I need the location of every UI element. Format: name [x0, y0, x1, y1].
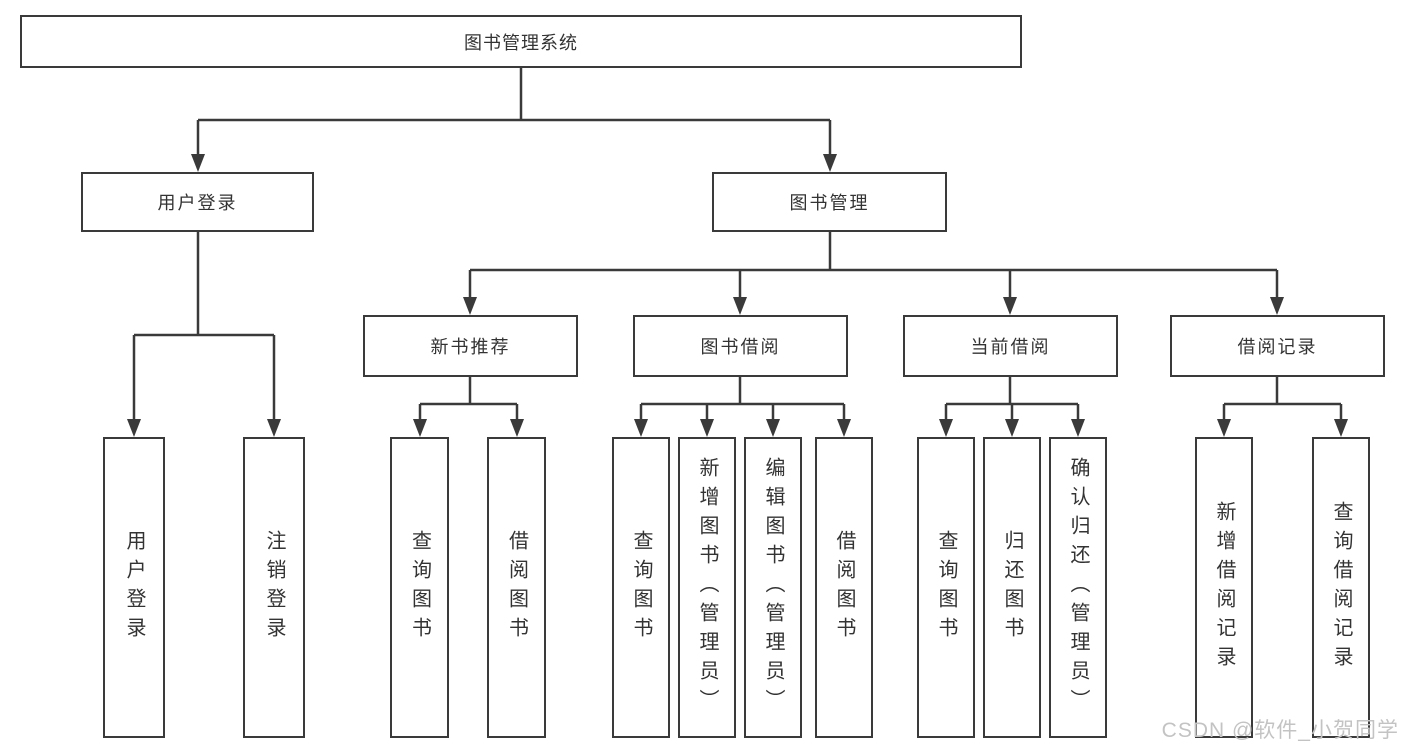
node-logout: 注销登录 — [243, 437, 305, 738]
arrow-down-icon — [733, 297, 747, 315]
node-query-books-recommend: 查询图书 — [390, 437, 449, 738]
node-confirm-return-admin: 确认归还（管理员） — [1049, 437, 1107, 738]
node-library-system-label: 图书管理系统 — [464, 32, 578, 53]
arrow-down-icon — [939, 419, 953, 437]
node-return-books: 归还图书 — [983, 437, 1041, 738]
node-borrow-books-recommend-label: 借阅图书 — [505, 529, 528, 646]
node-query-books-current: 查询图书 — [917, 437, 975, 738]
node-user-login: 用户登录 — [81, 172, 314, 232]
node-book-management: 图书管理 — [712, 172, 947, 232]
node-logout-label: 注销登录 — [263, 529, 285, 646]
node-user-login-leaf-label: 用户登录 — [123, 529, 145, 646]
node-borrowing-records-label: 借阅记录 — [1237, 337, 1318, 357]
connector-book-borrowing-to-leaves — [634, 377, 851, 437]
arrow-down-icon — [1005, 419, 1019, 437]
arrow-down-icon — [413, 419, 427, 437]
node-book-borrowing: 图书借阅 — [633, 315, 848, 377]
connector-user-login-to-leaves — [127, 232, 281, 437]
arrow-down-icon — [837, 419, 851, 437]
arrow-down-icon — [766, 419, 780, 437]
arrow-down-icon — [191, 154, 205, 172]
node-current-borrowing: 当前借阅 — [903, 315, 1118, 377]
node-query-borrow-record-label: 查询借阅记录 — [1330, 500, 1352, 675]
node-add-books-admin-label: 新增图书（管理员） — [696, 457, 718, 718]
node-current-borrowing-label: 当前借阅 — [970, 337, 1051, 357]
node-query-books-current-label: 查询图书 — [935, 529, 957, 646]
arrow-down-icon — [823, 154, 837, 172]
arrow-down-icon — [1334, 419, 1348, 437]
node-user-login-leaf: 用户登录 — [103, 437, 165, 738]
node-borrow-books-label: 借阅图书 — [833, 529, 855, 646]
node-query-borrow-record: 查询借阅记录 — [1312, 437, 1370, 738]
node-return-books-label: 归还图书 — [1001, 529, 1023, 646]
node-add-books-admin: 新增图书（管理员） — [678, 437, 736, 738]
arrow-down-icon — [1003, 297, 1017, 315]
csdn-watermark: CSDN @软件_小贺同学 — [1161, 719, 1399, 742]
node-new-book-recommendation: 新书推荐 — [363, 315, 578, 377]
arrow-down-icon — [1071, 419, 1085, 437]
connector-borrowing-records-to-leaves — [1217, 377, 1348, 437]
arrow-down-icon — [510, 419, 524, 437]
connector-book-management-to-level3 — [463, 232, 1284, 315]
connector-current-borrowing-to-leaves — [939, 377, 1085, 437]
node-query-books-recommend-label: 查询图书 — [408, 529, 431, 646]
node-query-books-borrowing-label: 查询图书 — [630, 529, 652, 646]
node-user-login-label: 用户登录 — [157, 193, 238, 213]
arrow-down-icon — [700, 419, 714, 437]
node-new-book-recommendation-label: 新书推荐 — [430, 337, 511, 357]
node-borrow-books: 借阅图书 — [815, 437, 873, 738]
node-query-books-borrowing: 查询图书 — [612, 437, 670, 738]
node-borrowing-records: 借阅记录 — [1170, 315, 1385, 377]
arrow-down-icon — [463, 297, 477, 315]
arrow-down-icon — [267, 419, 281, 437]
node-edit-books-admin: 编辑图书（管理员） — [744, 437, 802, 738]
arrow-down-icon — [1217, 419, 1231, 437]
arrow-down-icon — [127, 419, 141, 437]
arrow-down-icon — [1270, 297, 1284, 315]
node-book-management-label: 图书管理 — [789, 193, 870, 213]
node-borrow-books-recommend: 借阅图书 — [487, 437, 546, 738]
node-edit-books-admin-label: 编辑图书（管理员） — [762, 457, 784, 718]
node-confirm-return-admin-label: 确认归还（管理员） — [1067, 457, 1089, 718]
node-book-borrowing-label: 图书借阅 — [700, 337, 781, 357]
node-library-system: 图书管理系统 — [20, 15, 1022, 68]
arrow-down-icon — [634, 419, 648, 437]
connector-root-to-level2 — [191, 68, 837, 172]
node-add-borrow-record-label: 新增借阅记录 — [1213, 500, 1235, 675]
connector-new-book-recommendation-to-leaves — [413, 377, 524, 437]
node-add-borrow-record: 新增借阅记录 — [1195, 437, 1253, 738]
